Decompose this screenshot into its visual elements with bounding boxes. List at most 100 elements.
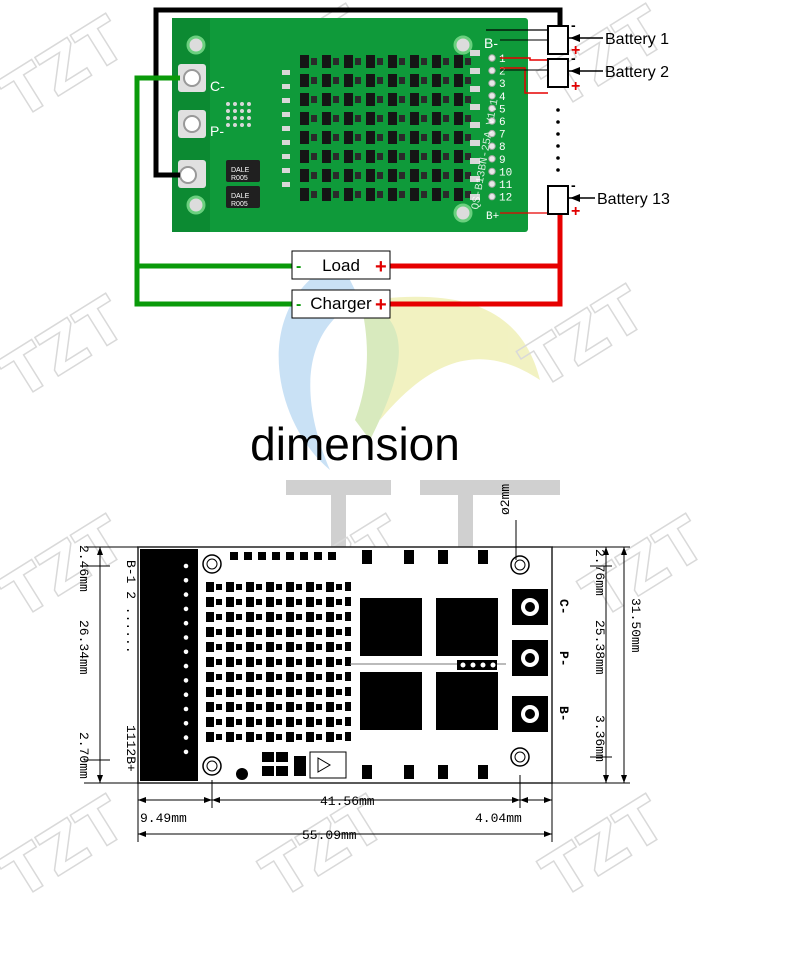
board-chip [306,717,314,727]
header-pin [183,649,189,655]
pcb-resistor [470,86,480,92]
pcb-chip [465,115,471,122]
board-chip [326,612,334,622]
pcb-pin-number: 1 [499,54,506,66]
pcb-chip [311,77,317,84]
board-chip [276,644,282,650]
pcb-via [226,109,230,113]
board-chip [286,597,294,607]
pcb-chip [399,172,405,179]
pcb-chip [300,150,309,163]
pcb-chip [377,134,383,141]
board-chip [345,687,351,696]
pcb-terminal-p-minus: P- [210,123,224,139]
wiring-diagram: C- P- DALE R005 DALE R005 B- 12345678910… [134,7,670,319]
header-pin [183,663,189,669]
board-chip [276,659,282,665]
pcb-pin-number: 9 [499,155,506,167]
board-chip [296,719,302,725]
pcb-pin-pad [488,180,496,188]
board-chip [226,732,234,742]
pcb-chip [355,58,361,65]
board-chip [236,629,242,635]
board-chip [326,687,334,697]
pcb-via [240,109,244,113]
board-chip [306,657,314,667]
board-chip [256,599,262,605]
pcb-chip [366,188,375,201]
pcb-chip [300,131,309,144]
battery-1-minus: - [571,17,576,33]
board-chip [276,629,282,635]
board-chip [316,599,322,605]
pcb-chip [454,150,463,163]
dim-right-top: 2.76mm [592,549,607,596]
board-chip [266,612,274,622]
board-chip [316,719,322,725]
board-chip [236,584,242,590]
pcb-chip [366,93,375,106]
pcb-chip [311,153,317,160]
board-chip [206,702,214,712]
board-chip [226,717,234,727]
board-chip [286,582,294,592]
pcb-chip [366,169,375,182]
pcb-chip [377,77,383,84]
battery-13-label: Battery 13 [597,191,670,208]
board-chip [236,704,242,710]
pcb-chip [465,191,471,198]
resistor-text-1a: DALE [231,167,250,174]
charger-label: Charger [310,294,372,313]
pcb-chip [344,74,353,87]
board-chip [246,672,254,682]
board-chip [316,584,322,590]
pcb-chip [410,55,419,68]
pcb-chip [443,58,449,65]
pcb-chip [300,188,309,201]
pcb-chip [454,55,463,68]
pcb-chip [377,115,383,122]
board-chip [226,642,234,652]
pcb-chip [454,93,463,106]
pcb-chip [344,55,353,68]
header-pin [183,749,189,755]
pcb-pin-pad [488,54,496,62]
board-chip [276,704,282,710]
dim-right-mid: 25.38mm [592,620,607,675]
board-chip [206,657,214,667]
board-chip [226,657,234,667]
header-pin [183,692,189,697]
pcb-resistor [282,154,290,159]
pcb-chip [344,131,353,144]
pcb-chip [410,150,419,163]
pcb-pin-pad [488,142,496,150]
resistor-text-1b: R005 [231,175,248,182]
pcb-chip [344,188,353,201]
board-chip [345,672,351,681]
pcb-chip [333,115,339,122]
pcb-components [226,50,480,201]
pcb-chip [454,188,463,201]
pcb-via [247,116,251,120]
board-chip [316,734,322,740]
watermark-text: TZT [0,2,138,133]
pcb-chip [333,96,339,103]
board-chip [226,612,234,622]
board-chip [236,734,242,740]
pcb-resistor [470,158,480,164]
pcb-pin-number: 8 [499,142,506,154]
board-chip [286,717,294,727]
resistor-text-2a: DALE [231,193,250,200]
pcb-chip [300,74,309,87]
board-chip [316,644,322,650]
board-chip [306,732,314,742]
board-chip [345,717,351,726]
board-chip [256,719,262,725]
board-chip [236,674,242,680]
pcb-chip [432,74,441,87]
background-tz-mark [286,480,560,550]
board-chip [306,687,314,697]
pcb-chip [344,93,353,106]
board-chip [266,597,274,607]
pcb-chip [454,74,463,87]
